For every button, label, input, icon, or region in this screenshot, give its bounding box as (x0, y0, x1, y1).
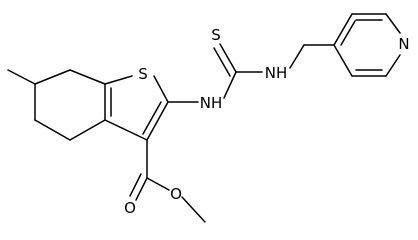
bond-c6-c7 (34, 69, 71, 85)
atom-s-thiocarbonyl: S (211, 26, 221, 44)
bond-nh1-c (223, 71, 237, 99)
bond-py-n-c6 (385, 54, 401, 77)
atom-o-ester: O (170, 185, 182, 203)
atom-o-carbonyl: O (124, 199, 136, 217)
bond-py-c4-c3 (333, 13, 353, 46)
atom-s-thiophene: S (138, 65, 148, 83)
bond-c-s-double (219, 43, 237, 73)
bond-py-c5-c4 (333, 44, 353, 77)
atom-nh-2: NH (265, 64, 288, 82)
atom-labels: S S NH NH N O O (124, 26, 410, 217)
bond-o-methyl (181, 196, 206, 223)
bond-c5-c4 (34, 119, 71, 141)
bond-c7-c7a (69, 69, 106, 85)
bond-carbonyl-o-single (146, 177, 170, 191)
bond-s-c2 (153, 75, 169, 103)
chemical-structure-diagram: S S NH NH N O O (7, 13, 410, 223)
bond-py-c2-n (385, 13, 401, 34)
bond-c4-c3a (69, 119, 106, 141)
bond-c3-c3a (104, 119, 148, 141)
atom-n-pyridine: N (398, 35, 409, 53)
bond-c2-c3 (146, 101, 169, 141)
bond-carbonyl-o-double (135, 177, 148, 201)
bond-c7a-s (104, 75, 133, 85)
bond-carbonyl-o-double-2 (129, 173, 142, 197)
bonds (7, 13, 401, 223)
bond-c2-c3-double (142, 101, 162, 135)
bond-c-s-double-2 (213, 47, 231, 77)
atom-nh-1: NH (200, 94, 223, 112)
bond-methyl-c6 (7, 69, 36, 85)
bond-py-c4-c3-double (340, 20, 356, 46)
bond-nh2-ch2 (289, 44, 305, 69)
